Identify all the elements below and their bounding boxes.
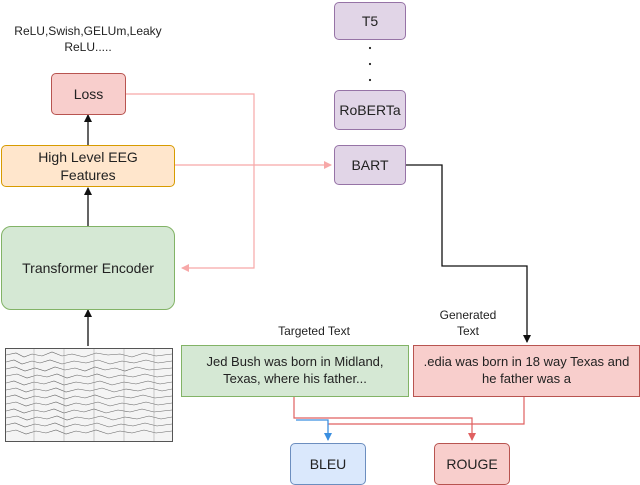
ellipsis-dot [368, 46, 372, 50]
targeted-text: Jed Bush was born in Midland, Texas, whe… [206, 354, 384, 386]
loss-box: Loss [51, 73, 126, 115]
ellipsis-dot [368, 62, 372, 66]
loss-label: Loss [73, 85, 104, 102]
metric-label-rouge: ROUGE [446, 455, 498, 472]
model-box-bart: BART [334, 145, 406, 185]
metric-box-bleu: BLEU [290, 443, 366, 485]
targeted-text-box: Jed Bush was born in Midland, Texas, whe… [181, 345, 409, 397]
ellipsis-dot [368, 78, 372, 82]
line-targeted-to-metrics [293, 397, 476, 441]
line-blue-to-bleu [296, 419, 332, 441]
model-label-roberta: RoBERTa [339, 101, 401, 118]
targeted-text-label: Targeted Text [278, 324, 350, 338]
model-label-bart: BART [351, 156, 389, 173]
encoder-label: Transformer Encoder [22, 259, 154, 276]
metric-label-bleu: BLEU [309, 455, 347, 472]
encoder-box: Transformer Encoder [1, 226, 175, 310]
arrow-loss-to-encoder [126, 93, 255, 272]
generated-text: .edia was born in 18 way Texas and he fa… [423, 354, 630, 386]
eeg-signal-thumbnail [5, 348, 173, 442]
generated-text-box: .edia was born in 18 way Texas and he fa… [413, 345, 640, 397]
activation-functions-label: ReLU,Swish,GELUm,Leaky ReLU..... [14, 24, 162, 55]
generated-text-label: Generated Text [439, 308, 497, 339]
line-generated-to-metrics [328, 397, 525, 425]
metric-box-rouge: ROUGE [434, 443, 510, 485]
model-label-t5: T5 [361, 12, 379, 29]
features-label: High Level EEG Features [38, 148, 138, 183]
model-box-t5: T5 [334, 2, 406, 40]
model-box-roberta: RoBERTa [334, 90, 406, 130]
arrow-bart-to-generated [406, 164, 531, 343]
features-box: High Level EEG Features [1, 145, 175, 187]
